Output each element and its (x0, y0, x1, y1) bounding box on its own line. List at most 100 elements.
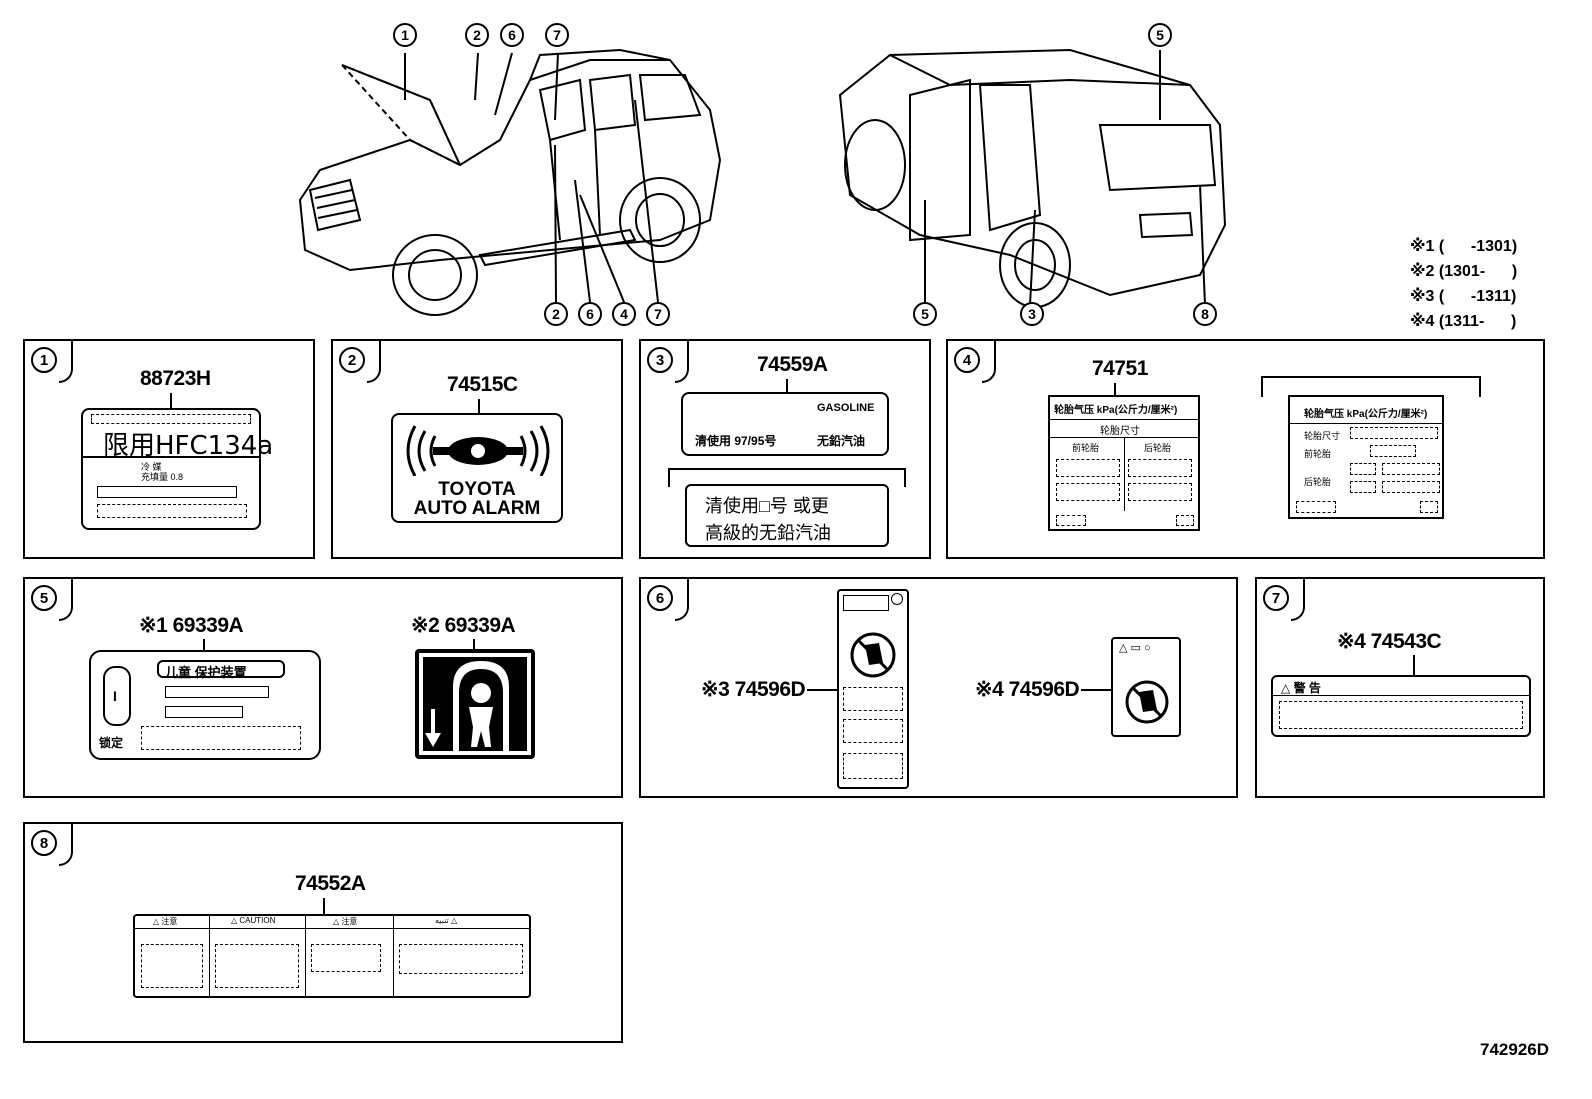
callout-7: 7 (545, 23, 569, 47)
label-74559A-alt: 清使用□号 或更 高級的无鉛汽油 (685, 484, 889, 547)
panel-5: 5 ※1 69339A I 儿童 保护装置 锁定 ※2 69339A (23, 577, 623, 798)
part-number-2: ※2 69339A (411, 614, 516, 637)
part-number: ※4 74543C (1337, 630, 1442, 653)
panel-tab (675, 341, 689, 383)
front-tire: 前轮胎 (1072, 443, 1100, 453)
part-number: 74751 (1092, 357, 1148, 380)
vehicle-rear-view (838, 48, 1227, 308)
part-number: 74559A (757, 353, 828, 376)
note-3: ※3 ( -1311) (1410, 288, 1517, 305)
leader-line (323, 898, 325, 914)
field (1350, 463, 1376, 475)
panel-number: 4 (954, 347, 980, 373)
field (1128, 483, 1192, 501)
divider (83, 456, 259, 458)
callout-2-bottom: 2 (544, 302, 568, 326)
leader-line (1081, 689, 1111, 691)
header-4: تنبيه △ (435, 916, 458, 925)
label-74751-a: 轮胎气压 kPa(公斤力/厘米²) 轮胎尺寸 前轮胎 后轮胎 (1048, 395, 1200, 531)
leader-line (170, 393, 172, 409)
field (165, 686, 269, 698)
field (1350, 427, 1438, 439)
panel-tab (59, 341, 73, 383)
callout-5-top: 5 (1148, 23, 1172, 47)
label-text-line1: TOYOTA (438, 479, 516, 500)
header-icons: △ ▭ ○ (1119, 642, 1151, 654)
panel-number: 6 (647, 585, 673, 611)
panel-number: 1 (31, 347, 57, 373)
label-74543C: △ 警 告 (1271, 675, 1531, 737)
label-74552A: △ 注意 △ CAUTION △ 注意 تنبيه △ (133, 914, 531, 998)
panel-number: 2 (339, 347, 365, 373)
panel-number: 8 (31, 830, 57, 856)
child-lock-icon (423, 657, 527, 751)
field (311, 944, 381, 972)
callout-2: 2 (465, 23, 489, 47)
table-title: 轮胎气压 kPa(公斤力/厘米²) (1054, 405, 1178, 416)
panel-number: 3 (647, 347, 673, 373)
callout-8-bottom: 8 (1193, 302, 1217, 326)
row-tire-size: 轮胎尺寸 (1304, 431, 1341, 441)
header-3: △ 注意 (333, 917, 358, 926)
col-line (209, 916, 210, 996)
field (165, 706, 243, 718)
row-rear: 后轮胎 (1304, 477, 1332, 487)
panel-7: 7 ※4 74543C △ 警 告 (1255, 577, 1545, 798)
no-child-seat-icon (850, 632, 896, 678)
leader-line (478, 399, 480, 415)
field (1279, 701, 1523, 729)
sub-text-2: 充填量 0.8 (141, 472, 184, 482)
field (1056, 459, 1120, 477)
header-1: △ 注意 (153, 917, 178, 926)
child-lock-title: 儿童 保护装置 (165, 665, 247, 680)
leader-line (1114, 383, 1116, 395)
header-2: △ CAUTION (231, 916, 276, 925)
callout-1: 1 (393, 23, 417, 47)
field (1350, 481, 1376, 493)
part-number-2: ※4 74596D (975, 678, 1080, 701)
callout-5-bottom: 5 (913, 302, 937, 326)
col-line (305, 916, 306, 996)
label-74515C: TOYOTA AUTO ALARM (391, 413, 563, 523)
callout-6-bottom: 6 (578, 302, 602, 326)
leader-line (1413, 655, 1415, 675)
field (1056, 515, 1086, 526)
field (141, 726, 301, 750)
field (843, 719, 903, 743)
vehicle-front-view (298, 48, 722, 316)
bracket (668, 468, 906, 487)
header-circle (891, 593, 903, 605)
row-line (1290, 423, 1442, 424)
field (141, 944, 203, 988)
leader-line (807, 689, 837, 691)
bracket (1261, 376, 1481, 397)
no-child-seat-icon (1125, 680, 1169, 724)
title-box: 儿童 保护装置 (157, 660, 285, 680)
label-88723H: 限用HFC134a 冷 媒 充填量 0.8 (81, 408, 273, 530)
field (215, 944, 299, 988)
panel-tab (675, 579, 689, 621)
callout-3-bottom: 3 (1020, 302, 1044, 326)
tire-size: 轮胎尺寸 (1100, 426, 1140, 437)
knob-mark: I (113, 688, 117, 704)
panel-tab (982, 341, 996, 383)
field-2 (97, 504, 247, 518)
field (843, 687, 903, 711)
field (843, 753, 903, 779)
warning-text: △ 警 告 (1281, 681, 1321, 695)
col-line (1124, 437, 1125, 511)
alarm-icon (406, 425, 550, 476)
field (1296, 501, 1336, 513)
label-74751-b: 轮胎气压 kPa(公斤力/厘米²) 轮胎尺寸 前轮胎 后轮胎 (1288, 395, 1444, 519)
panel-3: 3 74559A GASOLINE 清使用 97/95号 无鉛汽油 清使用□号 … (639, 339, 931, 559)
panel-number: 7 (1263, 585, 1289, 611)
sub-text-1: 冷 媒 (141, 462, 162, 472)
lock-text: 锁定 (99, 736, 124, 750)
panel-tab (367, 341, 381, 383)
leader-line (786, 379, 788, 393)
diagram-id: 742926D (1480, 1040, 1550, 1059)
part-number: 88723H (140, 367, 211, 390)
col-line (393, 916, 394, 996)
field (1056, 483, 1120, 501)
panel-4: 4 74751 轮胎气压 kPa(公斤力/厘米²) 轮胎尺寸 前轮胎 后轮胎 轮… (946, 339, 1545, 559)
